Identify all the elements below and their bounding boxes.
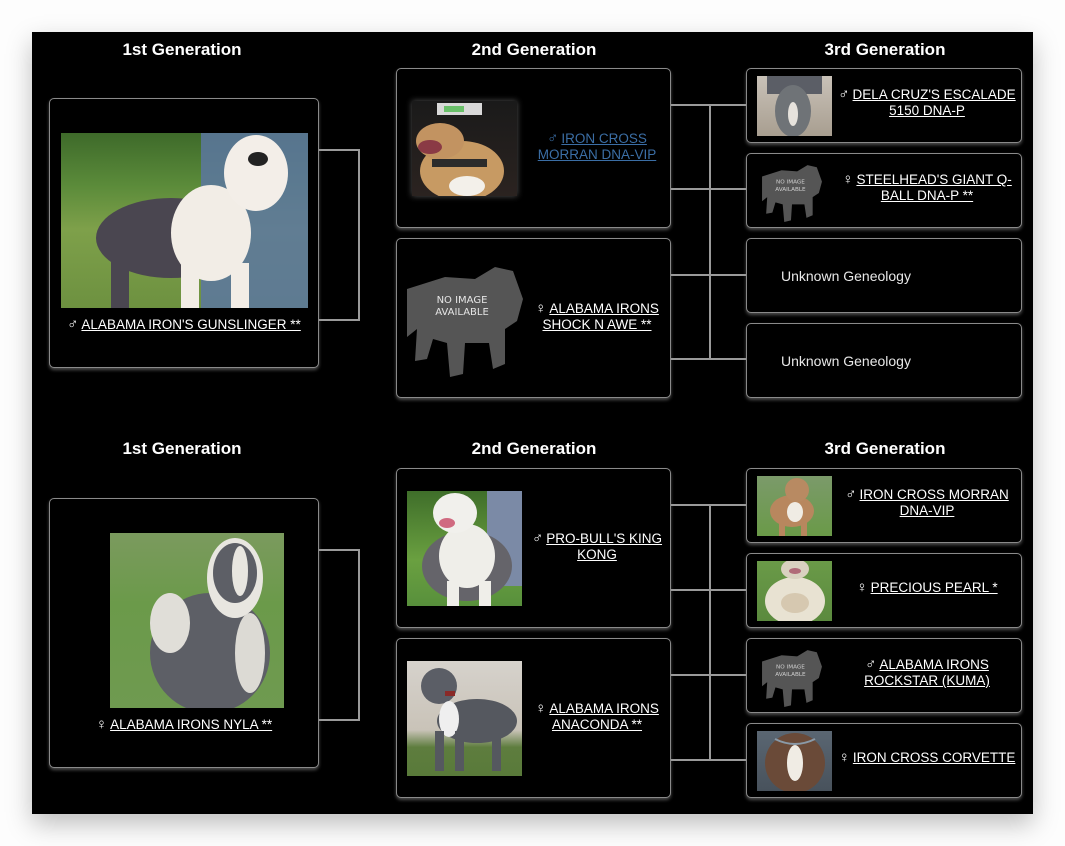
dog-photo-icon — [767, 76, 822, 136]
dog-photo-icon — [96, 133, 308, 308]
connector — [670, 589, 746, 591]
dog-card-gen3: NO IMAGE AVAILABLE ♂ALABAMA IRONS ROCKST… — [746, 638, 1022, 713]
unknown-geneology-label: Unknown Geneology — [781, 268, 911, 284]
dog-name-link[interactable]: ♂IRON CROSS MORRAN DNA-VIP — [537, 130, 657, 163]
gen3-header: 3rd Generation — [824, 439, 946, 458]
dog-photo[interactable] — [110, 533, 284, 708]
connector — [358, 149, 360, 321]
female-icon: ♀ — [838, 749, 850, 766]
dog-card-gen2-sire: ♂PRO-BULL'S KING KONG — [396, 468, 671, 628]
dog-card-gen3: ♀PRECIOUS PEARL * — [746, 553, 1022, 628]
connector — [670, 674, 746, 676]
dog-card-gen3: ♀IRON CROSS CORVETTE — [746, 723, 1022, 798]
dog-card-gen3: ♂DELA CRUZ'S ESCALADE 5150 DNA-P — [746, 68, 1022, 143]
connector — [670, 274, 746, 276]
svg-text:AVAILABLE: AVAILABLE — [435, 307, 489, 318]
svg-text:AVAILABLE: AVAILABLE — [775, 672, 806, 678]
dog-card-gen3: ♂IRON CROSS MORRAN DNA-VIP — [746, 468, 1022, 543]
dog-name-link[interactable]: ♀PRECIOUS PEARL * — [856, 579, 998, 596]
gen1-header: 1st Generation — [122, 40, 242, 59]
connector — [670, 358, 746, 360]
dog-card-gen2-sire: ♂IRON CROSS MORRAN DNA-VIP — [396, 68, 671, 228]
dog-photo[interactable] — [412, 101, 517, 196]
dog-photo-icon — [765, 561, 825, 621]
connector — [319, 549, 359, 551]
bulldog-silhouette-icon: NO IMAGE AVAILABLE — [407, 267, 523, 377]
dog-name-link[interactable]: ♀ALABAMA IRONS NYLA ** — [95, 716, 273, 733]
dog-name-link[interactable]: ♂ALABAMA IRONS ROCKSTAR (KUMA) — [864, 656, 990, 689]
dog-card-gen2-dam: ♀ALABAMA IRONS ANACONDA ** — [396, 638, 671, 798]
connector — [709, 504, 711, 761]
dog-name-link[interactable]: ♀ALABAMA IRONS ANACONDA ** — [535, 700, 659, 733]
pedigree-panel: 1st Generation 2nd Generation 3rd Genera… — [32, 32, 1033, 814]
gen2-header: 2nd Generation — [471, 40, 597, 59]
connector — [319, 719, 359, 721]
dog-photo[interactable] — [757, 476, 832, 536]
gen2-header: 2nd Generation — [471, 439, 597, 458]
gen1-header: 1st Generation — [122, 439, 242, 458]
unknown-card: Unknown Geneology — [746, 238, 1022, 313]
dog-name-link[interactable]: ♂ALABAMA IRON'S GUNSLINGER ** — [67, 316, 301, 333]
male-icon: ♂ — [67, 316, 79, 333]
dog-name-link[interactable]: ♀STEELHEAD'S GIANT Q-BALL DNA-P ** — [842, 171, 1012, 204]
dog-card-gen1: ♀ALABAMA IRONS NYLA ** — [49, 498, 319, 768]
dog-name-link[interactable]: ♀ALABAMA IRONS SHOCK N AWE ** — [535, 300, 659, 333]
svg-text:AVAILABLE: AVAILABLE — [775, 187, 806, 193]
dog-photo-icon — [765, 733, 825, 791]
dog-card-gen1: ♂ALABAMA IRON'S GUNSLINGER ** — [49, 98, 319, 368]
dog-card-gen2-dam: NO IMAGE AVAILABLE ♀ALABAMA IRONS SHOCK … — [396, 238, 671, 398]
dog-name-link[interactable]: ♂DELA CRUZ'S ESCALADE 5150 DNA-P — [838, 86, 1016, 119]
svg-text:NO IMAGE: NO IMAGE — [437, 295, 488, 306]
dog-photo-icon — [416, 103, 504, 196]
female-icon: ♀ — [535, 300, 547, 317]
unknown-card: Unknown Geneology — [746, 323, 1022, 398]
dog-photo[interactable] — [757, 731, 832, 791]
connector — [319, 319, 359, 321]
dog-photo[interactable] — [407, 661, 522, 776]
dog-photo-icon — [770, 478, 814, 536]
dog-photo[interactable] — [407, 491, 522, 606]
female-icon: ♀ — [856, 579, 868, 596]
dog-name-link[interactable]: ♂PRO-BULL'S KING KONG — [531, 530, 663, 563]
no-image-placeholder: NO IMAGE AVAILABLE — [757, 646, 827, 708]
connector — [670, 104, 746, 106]
female-icon: ♀ — [842, 171, 854, 188]
male-icon: ♂ — [531, 530, 544, 547]
female-icon: ♀ — [535, 700, 547, 717]
connector — [709, 104, 711, 360]
unknown-geneology-label: Unknown Geneology — [781, 353, 911, 369]
svg-text:NO IMAGE: NO IMAGE — [776, 180, 805, 186]
dog-photo-icon — [150, 538, 270, 708]
bulldog-silhouette-icon: NO IMAGE AVAILABLE — [762, 650, 822, 707]
gen3-header: 3rd Generation — [824, 40, 946, 59]
no-image-placeholder: NO IMAGE AVAILABLE — [757, 161, 827, 223]
dog-photo-icon — [422, 491, 522, 606]
female-icon: ♀ — [95, 716, 108, 733]
dog-photo[interactable] — [757, 561, 832, 621]
connector — [670, 759, 746, 761]
dog-name-link[interactable]: ♂IRON CROSS MORRAN DNA-VIP — [845, 486, 1009, 519]
male-icon: ♂ — [865, 656, 877, 673]
no-image-placeholder: NO IMAGE AVAILABLE — [405, 259, 525, 379]
dog-photo[interactable] — [61, 133, 308, 308]
svg-text:NO IMAGE: NO IMAGE — [776, 665, 805, 671]
dog-photo[interactable] — [757, 76, 832, 136]
male-icon: ♂ — [838, 86, 850, 103]
dog-photo-icon — [421, 668, 517, 771]
connector — [319, 149, 359, 151]
connector — [670, 188, 746, 190]
dog-name-link[interactable]: ♀IRON CROSS CORVETTE — [838, 749, 1016, 766]
connector — [358, 549, 360, 721]
dog-card-gen3: NO IMAGE AVAILABLE ♀STEELHEAD'S GIANT Q-… — [746, 153, 1022, 228]
connector — [670, 504, 746, 506]
male-icon: ♂ — [845, 486, 857, 503]
bulldog-silhouette-icon: NO IMAGE AVAILABLE — [762, 165, 822, 222]
male-icon: ♂ — [547, 130, 559, 147]
